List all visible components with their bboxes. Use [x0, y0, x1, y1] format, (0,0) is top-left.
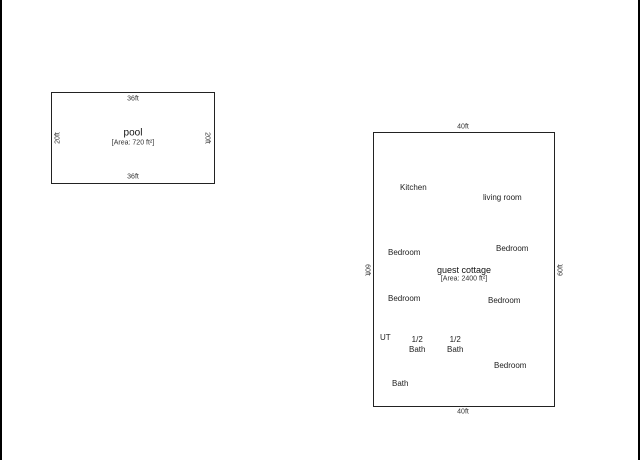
- room-label-bath: Bath: [392, 379, 409, 388]
- cottage-name: guest cottage: [436, 265, 492, 275]
- room-label-ut: UT: [380, 333, 391, 342]
- half-bath-word: Bath: [447, 345, 464, 354]
- room-label-bedroom: Bedroom: [388, 248, 421, 257]
- room-label-kitchen: Kitchen: [400, 183, 427, 192]
- pool-name: pool: [123, 127, 143, 139]
- room-label-bedroom: Bedroom: [388, 294, 421, 303]
- pool-bottom-dimension: 36ft: [127, 173, 139, 181]
- cottage-bottom-dimension: 40ft: [457, 408, 469, 416]
- room-label-half-bath: 1/2 Bath: [409, 335, 425, 355]
- room-label-living-room: living room: [483, 193, 522, 202]
- pool-left-dimension: 20ft: [54, 132, 62, 144]
- cottage-right-dimension: 60ft: [557, 264, 565, 276]
- pool-right-dimension: 20ft: [203, 132, 211, 144]
- half-bath-word: Bath: [409, 345, 426, 354]
- room-label-bedroom: Bedroom: [494, 361, 527, 370]
- cottage-area: [Area: 2400 ft²]: [440, 275, 488, 283]
- room-label-bedroom: Bedroom: [488, 296, 521, 305]
- pool-outline: [51, 92, 215, 184]
- cottage-outline: [373, 132, 555, 407]
- room-label-bedroom: Bedroom: [496, 244, 529, 253]
- room-label-half-bath: 1/2 Bath: [447, 335, 463, 355]
- pool-top-dimension: 36ft: [127, 95, 139, 103]
- half-bath-fraction: 1/2: [449, 335, 461, 344]
- half-bath-fraction: 1/2: [411, 335, 423, 344]
- cottage-left-dimension: 60ft: [363, 264, 371, 276]
- pool-area: [Area: 720 ft²]: [111, 139, 155, 147]
- cottage-top-dimension: 40ft: [457, 123, 469, 131]
